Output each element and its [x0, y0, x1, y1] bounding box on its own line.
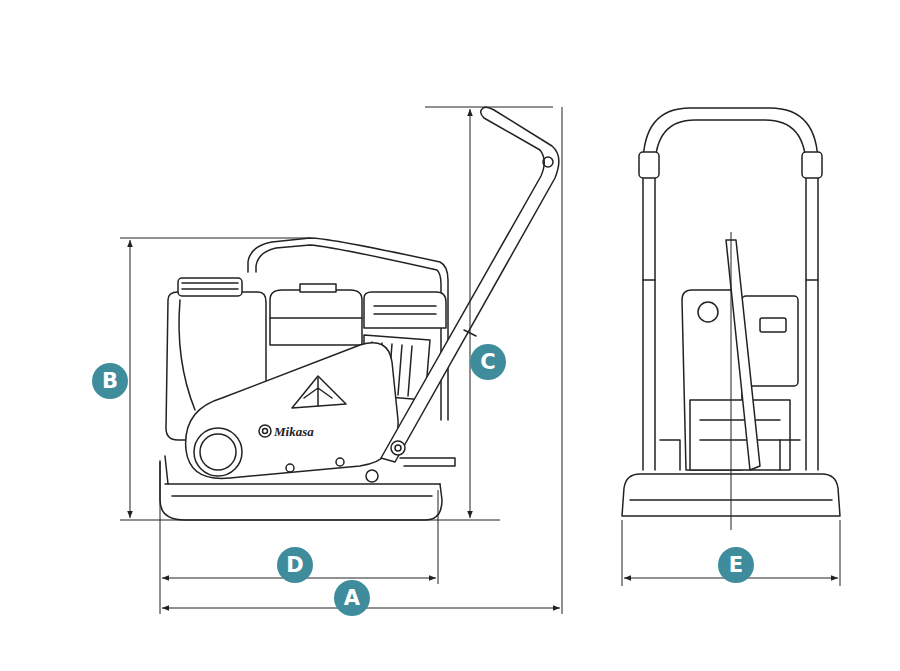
belt-cover	[186, 343, 398, 479]
belt-cover	[259, 425, 271, 437]
callout-letter: B	[102, 371, 118, 392]
handle	[543, 157, 553, 167]
engine	[364, 292, 446, 328]
handle	[366, 107, 559, 482]
dimension-callout: E	[718, 547, 754, 583]
base-plate	[165, 483, 440, 485]
dimension-lines	[130, 240, 131, 518]
belt-cover	[186, 343, 398, 479]
front-view	[700, 420, 780, 440]
handle	[391, 441, 405, 455]
belt-cover	[194, 428, 242, 476]
dimension-callout: A	[334, 580, 370, 616]
belt-cover	[200, 434, 236, 470]
belt-cover	[304, 378, 332, 406]
base-plate	[172, 495, 432, 497]
belt-cover	[286, 464, 294, 472]
dimension-lines	[562, 107, 563, 614]
dimension-lines	[160, 460, 161, 614]
dimension-lines	[120, 238, 310, 239]
dimension-lines	[425, 107, 553, 108]
handle	[366, 470, 378, 482]
dimension-lines	[840, 520, 841, 586]
engine	[270, 290, 362, 345]
dimension-callout: B	[92, 363, 128, 399]
compactor-drawing	[160, 107, 840, 520]
callout-letter: A	[344, 588, 360, 609]
dimension-lines	[120, 520, 500, 521]
callout-letter: C	[480, 352, 495, 373]
callout-letter: D	[286, 555, 303, 576]
dimension-lines	[120, 107, 840, 614]
base-plate	[165, 456, 168, 484]
front-view	[802, 152, 822, 178]
water-tank	[182, 283, 238, 289]
engine	[374, 306, 436, 314]
dimension-callout: D	[277, 547, 313, 583]
front-view	[760, 318, 786, 332]
front-view	[639, 152, 659, 178]
dimension-lines	[622, 520, 623, 586]
brand-logo: Mikasa	[274, 425, 314, 438]
dimension-lines	[470, 109, 471, 518]
callout-letter: E	[729, 555, 743, 576]
front-view	[698, 302, 718, 322]
front-view	[660, 440, 800, 470]
handle	[395, 445, 401, 451]
water-tank	[178, 278, 242, 296]
handle	[400, 458, 455, 466]
dimension-lines	[731, 232, 732, 530]
engine	[270, 317, 362, 319]
water-tank	[179, 300, 195, 410]
dimension-lines	[438, 490, 439, 584]
engine	[300, 284, 336, 292]
dimension-callout: C	[470, 344, 506, 380]
belt-cover	[292, 376, 346, 408]
belt-cover	[263, 429, 268, 434]
belt-cover	[336, 458, 344, 466]
front-view	[690, 400, 790, 470]
